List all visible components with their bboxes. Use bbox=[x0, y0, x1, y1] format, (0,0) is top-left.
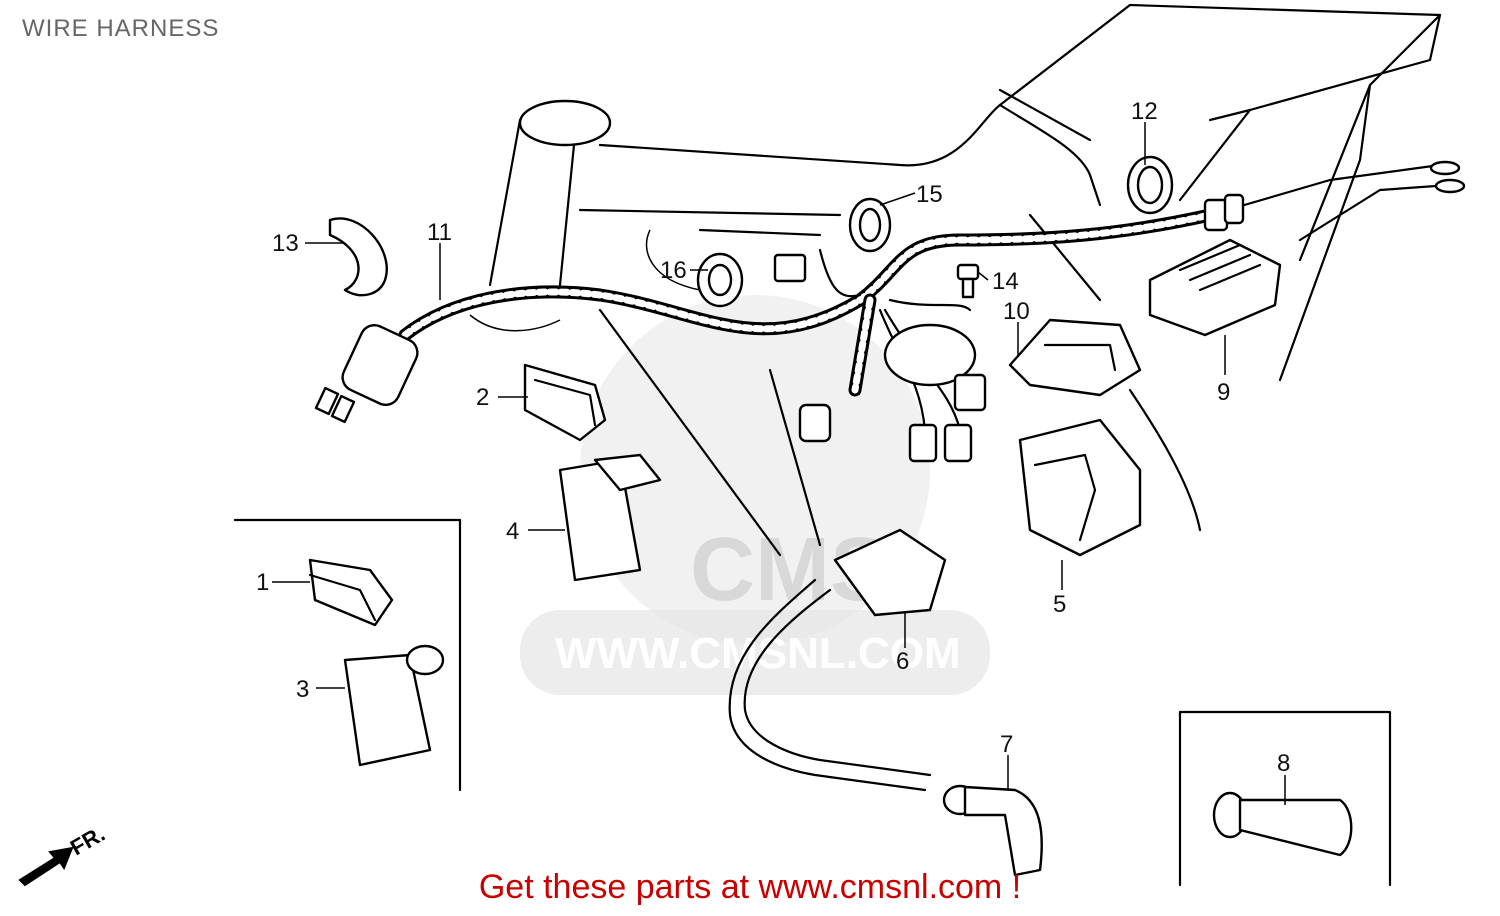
part-5-ignition-coil bbox=[1018, 418, 1142, 557]
callout-1: 1 bbox=[256, 569, 269, 596]
part-13-clamp bbox=[328, 217, 388, 297]
callout-6: 6 bbox=[896, 648, 909, 675]
part-10-bracket bbox=[1008, 318, 1142, 397]
callout-3: 3 bbox=[296, 676, 309, 703]
callout-9: 9 bbox=[1217, 379, 1230, 406]
part-8-grip bbox=[1212, 791, 1353, 857]
callout-14: 14 bbox=[992, 268, 1019, 295]
part-12-band bbox=[1126, 155, 1174, 215]
callout-labels: 1 2 3 4 5 6 7 8 9 10 11 12 13 14 15 16 bbox=[256, 98, 1290, 777]
part-7-plug-cap bbox=[942, 784, 1043, 877]
watermark-url-text: WWW.CMSNL.COM bbox=[555, 629, 961, 678]
callout-13: 13 bbox=[272, 230, 299, 257]
part-2-connector bbox=[523, 363, 607, 442]
callout-2: 2 bbox=[476, 384, 489, 411]
callout-4: 4 bbox=[506, 518, 519, 545]
part-4-cdi-unit bbox=[558, 453, 662, 582]
part-6-coil-sub bbox=[728, 528, 947, 792]
wire-harness bbox=[314, 160, 1466, 463]
part-9-regulator-rectifier bbox=[1148, 238, 1282, 337]
page-title: WIRE HARNESS bbox=[22, 15, 220, 42]
part-3-relay-cap bbox=[343, 644, 445, 767]
part-1-connector-cap bbox=[308, 558, 394, 627]
callout-leaders bbox=[272, 122, 1286, 805]
part-14-bolt bbox=[956, 263, 980, 299]
front-label: FR. bbox=[66, 821, 109, 860]
callout-7: 7 bbox=[1000, 731, 1013, 758]
callout-12: 12 bbox=[1131, 98, 1158, 125]
inset-box-right bbox=[1178, 710, 1392, 887]
callout-5: 5 bbox=[1053, 591, 1066, 618]
front-arrow-icon bbox=[18, 846, 74, 887]
part-15-band bbox=[848, 197, 892, 253]
callout-15: 15 bbox=[916, 181, 943, 208]
callout-11: 11 bbox=[427, 219, 452, 246]
inset-box-left bbox=[233, 518, 462, 792]
footer-link-text[interactable]: Get these parts at www.cmsnl.com ! bbox=[478, 868, 1022, 906]
part-16-band bbox=[696, 252, 744, 308]
callout-8: 8 bbox=[1277, 750, 1290, 777]
callout-16: 16 bbox=[660, 257, 687, 284]
frame-outline bbox=[469, 3, 1442, 557]
callout-10: 10 bbox=[1003, 298, 1030, 325]
